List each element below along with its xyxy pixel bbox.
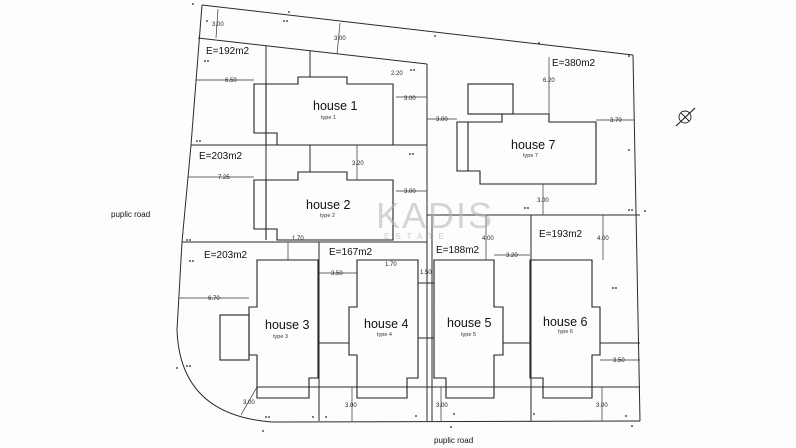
dim-label: 1.50: [420, 270, 432, 276]
dim-label: 3.50: [331, 271, 343, 277]
house-4-type: type 4: [377, 332, 392, 338]
north-arrow-icon: [675, 107, 696, 127]
house-7-outline: [456, 83, 597, 185]
plot-area-5: E=188m2: [436, 245, 480, 256]
dimension-labels: 3.00 3.00 6.50 2.20 3.00 3.00 6.20 3.70 …: [208, 22, 625, 409]
dim-label: 3.00: [596, 403, 608, 409]
watermark-subtitle: ESTATE: [384, 232, 450, 241]
survey-markers: [176, 3, 646, 432]
plot-area-4: E=167m2: [329, 247, 373, 258]
house-1-outline: [253, 76, 394, 146]
dim-label: 2.20: [391, 71, 403, 77]
dim-label: 3.00: [436, 403, 448, 409]
dim-label: 3.00: [537, 198, 549, 204]
dim-label: 7.25: [218, 175, 230, 181]
dim-label: 4.00: [482, 236, 494, 242]
dim-label: 1.70: [292, 236, 304, 242]
dim-label: 3.00: [334, 36, 346, 42]
house-5-type: type 5: [461, 332, 476, 338]
dimension-lines: [179, 8, 640, 421]
house-5-label: house 5: [447, 316, 492, 330]
house-2-label: house 2: [306, 198, 351, 212]
plot-area-2: E=203m2: [199, 151, 243, 162]
dim-label: 3.50: [613, 358, 625, 364]
left-road-label: puplic road: [111, 210, 150, 219]
house-3-outline: [219, 259, 319, 399]
house-4-outline: [348, 259, 419, 399]
dim-label: 3.00: [436, 117, 448, 123]
dim-label: 3.00: [243, 400, 255, 406]
house-1-label: house 1: [313, 99, 358, 113]
house-5-outline: [433, 259, 504, 399]
house-4-label: house 4: [364, 317, 409, 331]
dim-label: 6.20: [543, 78, 555, 84]
house-6-outline: [529, 259, 601, 399]
dim-label: 3.00: [212, 22, 224, 28]
house-7-label: house 7: [511, 138, 556, 152]
dim-label: 3.00: [404, 96, 416, 102]
house-3-type: type 3: [273, 334, 288, 340]
bottom-road-label: puplic road: [434, 436, 473, 445]
dim-label: 3.00: [345, 403, 357, 409]
house-6-type: type 6: [558, 329, 573, 335]
dim-label: 3.20: [352, 161, 364, 167]
house-7-type: type 7: [523, 153, 538, 159]
dim-label: 6.70: [208, 296, 220, 302]
dim-label: 6.50: [225, 78, 237, 84]
house-3-label: house 3: [265, 318, 310, 332]
house-2-type: type 2: [320, 213, 335, 219]
plot-boundaries: [176, 4, 641, 423]
dim-label: 4.00: [597, 236, 609, 242]
plot-area-1: E=192m2: [206, 46, 250, 57]
dim-label: 3.20: [506, 253, 518, 259]
dim-label: 3.70: [610, 118, 622, 124]
dim-label: 3.00: [404, 189, 416, 195]
plot-area-7: E=380m2: [552, 58, 596, 69]
watermark-logo: KADIS: [376, 195, 494, 236]
plot-area-6: E=193m2: [539, 229, 583, 240]
dim-label: 1.70: [385, 262, 397, 268]
house-1-type: type 1: [321, 115, 336, 121]
plot-area-3: E=203m2: [204, 250, 248, 261]
house-6-label: house 6: [543, 315, 588, 329]
house-2-outline: [253, 171, 394, 241]
